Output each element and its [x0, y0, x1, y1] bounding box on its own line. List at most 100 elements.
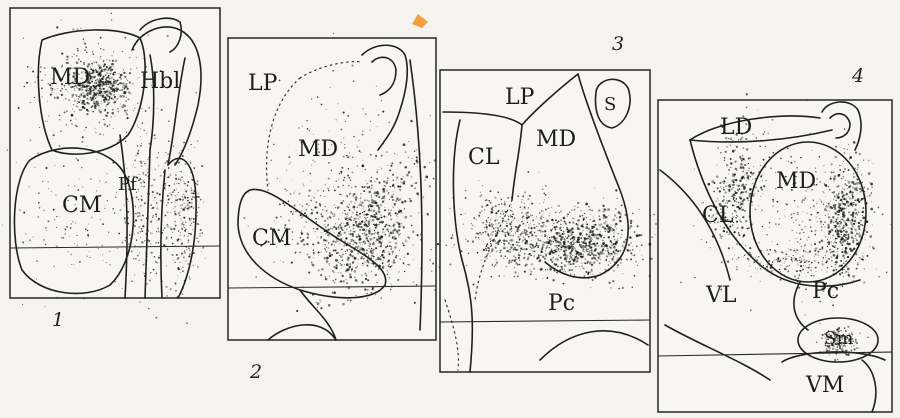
stipple-dot	[188, 247, 190, 249]
stipple-dot	[361, 152, 362, 153]
stipple-dot	[116, 74, 117, 75]
stipple-dot	[801, 229, 802, 230]
stipple-dot	[380, 297, 382, 299]
stipple-dot	[308, 272, 310, 274]
stipple-dot	[745, 184, 746, 185]
stipple-dot	[184, 227, 185, 228]
stipple-dot	[64, 111, 66, 113]
stipple-dot	[487, 233, 489, 235]
stipple-dot	[150, 272, 151, 273]
stipple-dot	[848, 227, 849, 228]
stipple-dot	[522, 231, 523, 232]
stipple-dot	[45, 227, 47, 229]
stipple-dot	[829, 205, 830, 206]
stipple-dot	[798, 274, 800, 276]
stipple-dot	[98, 92, 100, 94]
stipple-dot	[292, 211, 293, 212]
stipple-dot	[550, 259, 551, 260]
stipple-dot	[369, 243, 371, 245]
stipple-dot	[93, 86, 94, 87]
stipple-dot	[156, 273, 158, 275]
stipple-dot	[308, 195, 310, 197]
stipple-dot	[182, 270, 184, 272]
stipple-dot	[847, 241, 848, 242]
stipple-dot	[326, 247, 327, 248]
stipple-dot	[565, 271, 566, 272]
stipple-dot	[355, 197, 358, 200]
stipple-dot	[843, 349, 844, 350]
stipple-dot	[389, 122, 390, 123]
stipple-dot	[860, 258, 862, 260]
stipple-dot	[634, 275, 636, 277]
stipple-dot	[193, 218, 195, 220]
stipple-dot	[106, 77, 108, 79]
stipple-dot	[329, 254, 332, 257]
stipple-dot	[539, 203, 540, 204]
stipple-dot	[553, 252, 555, 254]
stipple-dot	[95, 80, 97, 82]
stipple-dot	[305, 259, 306, 260]
stipple-dot	[325, 226, 327, 228]
stipple-dot	[77, 50, 79, 52]
stipple-dot	[354, 209, 355, 210]
stipple-dot	[805, 276, 806, 277]
stipple-dot	[308, 256, 311, 259]
stipple-dot	[857, 167, 859, 169]
stipple-dot	[510, 261, 512, 263]
stipple-dot	[336, 227, 337, 228]
stipple-dot	[389, 225, 391, 227]
stipple-dot	[465, 190, 466, 191]
stipple-dot	[378, 234, 379, 235]
stipple-dot	[854, 188, 855, 189]
stipple-dot	[60, 90, 62, 92]
stipple-dot	[747, 258, 749, 260]
stipple-dot	[722, 181, 724, 183]
stipple-dot	[370, 210, 372, 212]
stipple-dot	[100, 37, 102, 39]
stipple-dot	[539, 240, 541, 242]
stipple-dot	[366, 260, 368, 262]
stipple-dot	[744, 175, 745, 176]
stipple-dot	[307, 237, 309, 239]
stipple-dot	[366, 182, 368, 184]
stipple-dot	[488, 253, 489, 254]
stipple-dot	[80, 28, 81, 29]
stipple-dot	[144, 163, 146, 165]
stipple-dot	[327, 224, 329, 226]
stipple-dot	[603, 217, 605, 219]
stipple-dot	[632, 249, 633, 250]
stipple-dot	[113, 128, 114, 129]
stipple-dot	[481, 194, 483, 196]
stipple-dot	[382, 228, 383, 229]
stipple-dot	[367, 214, 369, 216]
stipple-dot	[511, 211, 512, 212]
stipple-dot	[388, 231, 389, 232]
stipple-dot	[538, 172, 539, 173]
stipple-dot	[592, 251, 593, 252]
stipple-dot	[856, 214, 857, 215]
stipple-dot	[638, 209, 639, 210]
stipple-dot	[349, 209, 351, 211]
stipple-dot	[495, 212, 497, 214]
stipple-dot	[599, 263, 601, 265]
stipple-dot	[604, 230, 605, 231]
stipple-dot	[53, 209, 55, 211]
stipple-dot	[111, 86, 113, 88]
stipple-dot	[583, 242, 585, 244]
stipple-dot	[376, 86, 377, 87]
stipple-dot	[589, 250, 591, 252]
stipple-dot	[633, 254, 635, 256]
stipple-dot	[854, 220, 856, 222]
stipple-dot	[321, 268, 323, 270]
stipple-dot	[514, 276, 515, 277]
stipple-dot	[168, 176, 170, 178]
stipple-dot	[585, 226, 588, 229]
stipple-dot	[161, 109, 163, 111]
stipple-dot	[66, 62, 68, 64]
stipple-dot	[493, 228, 495, 230]
stipple-dot	[821, 226, 823, 228]
stipple-dot	[581, 262, 582, 263]
stipple-dot	[803, 251, 804, 252]
stipple-dot	[141, 186, 142, 187]
stipple-dot	[623, 241, 626, 244]
